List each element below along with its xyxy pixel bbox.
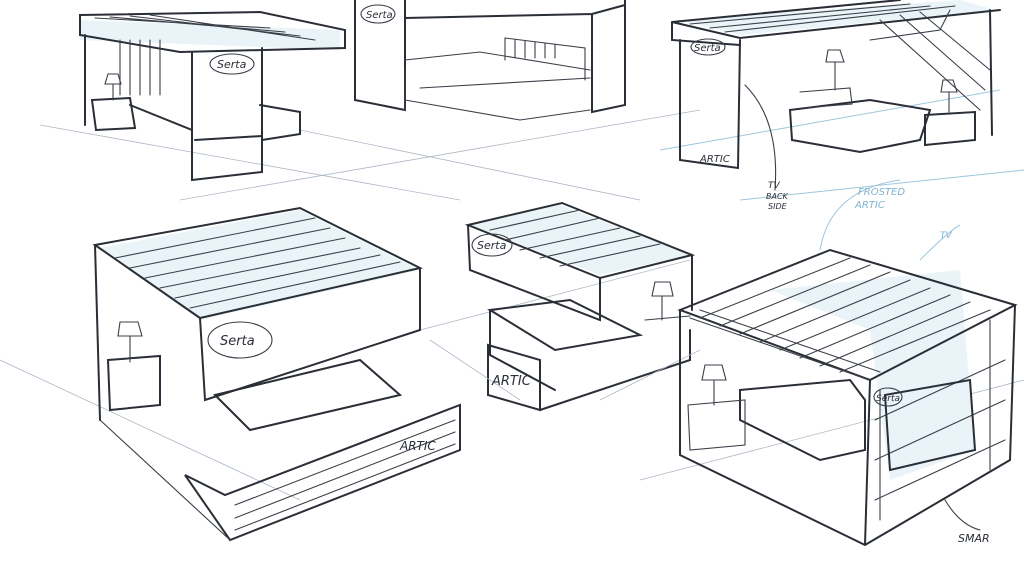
booth-sketch-1: Serta — [79, 10, 346, 182]
booth-sketch-6: Serta SMAR — [677, 248, 1018, 547]
artic-text: ARTIC — [399, 439, 436, 453]
artic-text: ARTIC — [491, 374, 532, 389]
frosted-note: ARTIC — [854, 200, 885, 211]
logo-text: Serta — [366, 10, 393, 21]
logo-text: Serta — [477, 239, 507, 252]
smar-note: SMAR — [958, 532, 990, 545]
logo-text: Serta — [876, 394, 900, 404]
booth-sketch-3: Serta ARTIC TV BACK SIDE FROSTED ARTIC T… — [671, 0, 1001, 241]
frosted-note: FROSTED — [858, 187, 905, 198]
booth-sketch-5: Serta ARTIC — [429, 201, 701, 412]
logo-text: Serta — [220, 334, 255, 349]
tv-note: BACK — [766, 192, 789, 201]
construction-lines — [0, 89, 1024, 501]
artic-text: ARTIC — [699, 154, 730, 165]
booth-sketch-4: Serta ARTIC — [92, 206, 461, 542]
logo-text: Serta — [217, 58, 247, 71]
tv-note-blue: TV — [940, 231, 952, 241]
tv-note: SIDE — [768, 202, 788, 211]
booth-sketch-2: Serta — [354, 0, 626, 121]
logo-text: Serta — [694, 43, 721, 54]
tv-note: TV — [768, 181, 780, 191]
